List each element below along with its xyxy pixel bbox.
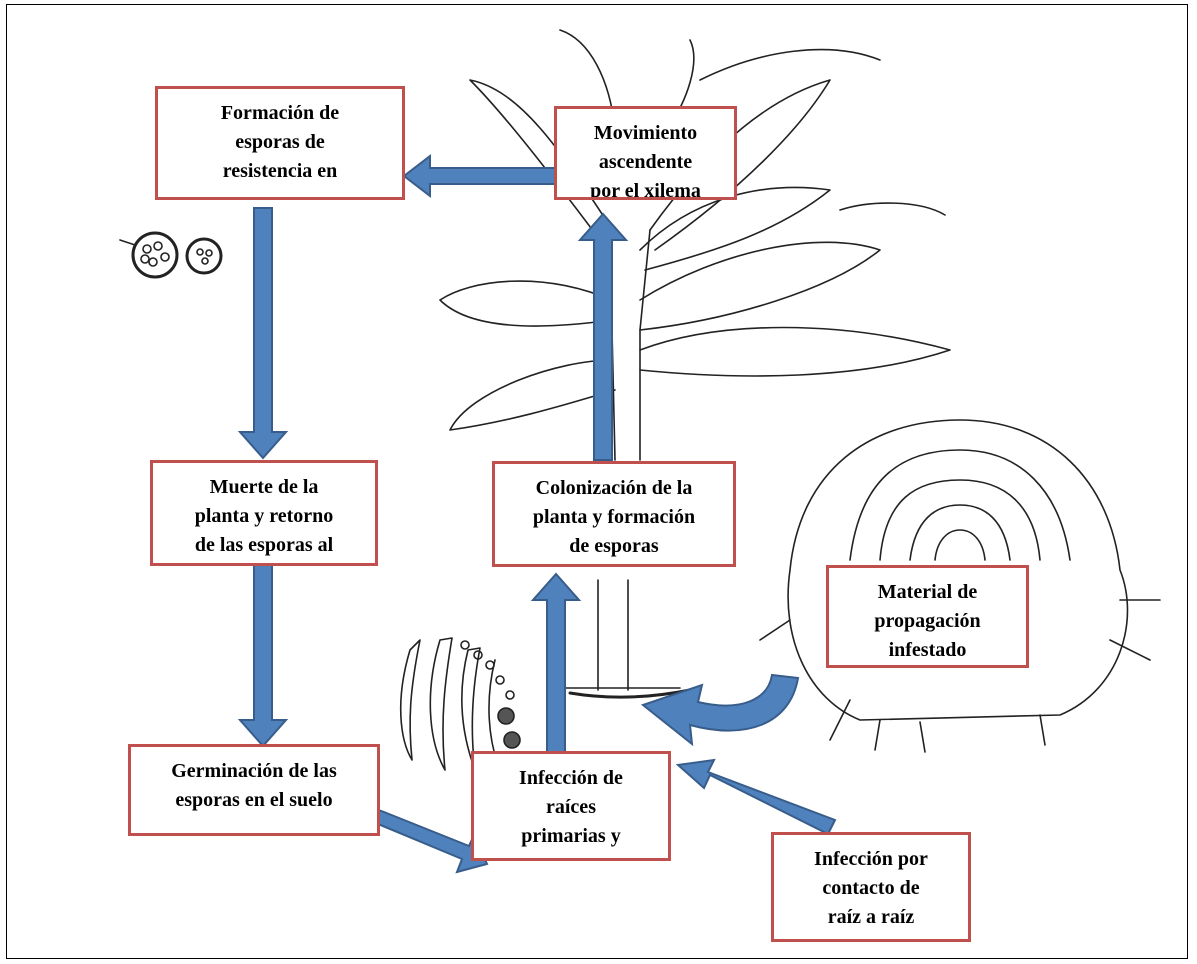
box-infeccion-raices: Infección de raíces primarias y — [471, 751, 671, 861]
box-line: Infección de — [482, 764, 660, 793]
root-base-drawing — [565, 580, 690, 697]
chlamydospores-drawing — [120, 233, 221, 277]
box-line: esporas de — [166, 128, 394, 157]
box-line: propagación — [837, 607, 1018, 636]
box-movimiento-ascendente: Movimiento ascendente por el xilema — [554, 106, 737, 200]
box-material-propagacion: Material de propagación infestado — [826, 565, 1029, 668]
box-line: resistencia en — [166, 157, 394, 186]
box-line: Colonización de la — [503, 474, 725, 503]
box-line: infestado — [837, 636, 1018, 665]
arrow-from-contacto — [678, 760, 835, 834]
box-line: Muerte de la — [161, 473, 367, 502]
box-line: Movimiento — [565, 119, 726, 148]
box-line: planta y formación — [503, 503, 725, 532]
box-muerte-planta: Muerte de la planta y retorno de las esp… — [150, 460, 378, 566]
box-line: planta y retorno — [161, 502, 367, 531]
box-germinacion: Germinación de las esporas en el suelo — [128, 744, 380, 836]
box-line: primarias y — [482, 822, 660, 851]
arrow-to-infeccion-raices — [373, 808, 487, 872]
banana-plant-drawing — [440, 30, 950, 460]
arrow-to-muerte — [240, 208, 286, 458]
box-formacion-esporas: Formación de esporas de resistencia en — [155, 86, 405, 200]
curved-arrow-from-material — [643, 675, 798, 744]
box-line: Formación de — [166, 99, 394, 128]
arrow-to-colonizacion — [533, 574, 579, 752]
box-infeccion-contacto: Infección por contacto de raíz a raíz — [771, 832, 971, 942]
box-colonizacion: Colonización de la planta y formación de… — [492, 461, 736, 567]
box-line: Infección por — [782, 845, 960, 874]
box-line: Material de — [837, 578, 1018, 607]
box-line: de esporas — [503, 532, 725, 561]
arrow-to-movimiento — [580, 214, 626, 460]
arrow-to-germinacion — [240, 565, 286, 746]
box-line: por el xilema — [565, 177, 726, 200]
box-line: de las esporas al — [161, 531, 367, 560]
box-line: raíces — [482, 793, 660, 822]
box-line: contacto de — [782, 874, 960, 903]
box-line: raíz a raíz — [782, 903, 960, 932]
box-line: esporas en el suelo — [139, 786, 369, 815]
box-line: ascendente — [565, 148, 726, 177]
box-line: Germinación de las — [139, 757, 369, 786]
arrow-to-formacion — [404, 156, 555, 196]
